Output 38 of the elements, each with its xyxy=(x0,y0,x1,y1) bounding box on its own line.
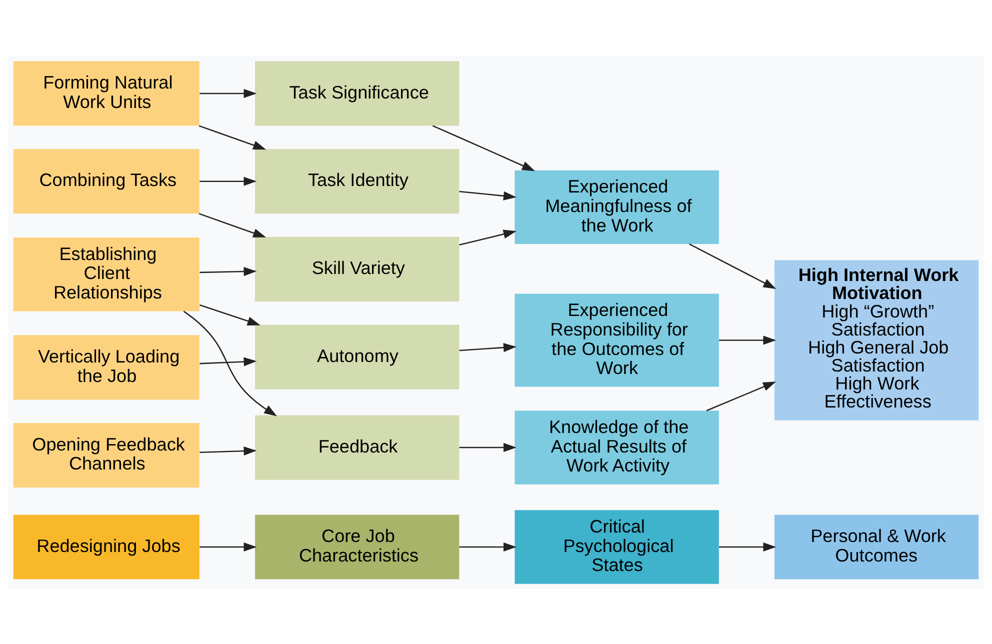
node-box: Vertically Loading the Job xyxy=(13,334,200,400)
arrow xyxy=(459,542,516,552)
arrow xyxy=(200,542,257,552)
arrow xyxy=(689,243,776,288)
node-box: High Internal Work Motivation High “Growth” Satisfaction High General Job Satisfaction High Work Effectiveness xyxy=(774,260,979,420)
node-box: Opening Feedback Channels xyxy=(13,422,200,488)
node-box: Experienced Meaningfulness of the Work xyxy=(514,170,719,244)
arrow xyxy=(706,381,776,411)
arrow xyxy=(459,229,516,245)
node-box: Personal & Work Outcomes xyxy=(774,514,979,579)
arrow xyxy=(459,442,516,452)
arrow xyxy=(200,88,257,98)
node-box: Skill Variety xyxy=(255,236,460,301)
node-box: Experienced Responsibility for the Outcomes of Work xyxy=(514,293,719,386)
arrow xyxy=(200,304,260,325)
arrow xyxy=(719,542,776,552)
arrow xyxy=(200,266,257,276)
arrow xyxy=(198,124,266,150)
node-box: Forming Natural Work Units xyxy=(13,60,200,126)
node-box: Task Identity xyxy=(255,148,460,214)
arrow xyxy=(459,342,516,352)
arrow xyxy=(200,356,257,366)
node-box: Establishing Client Relationships xyxy=(13,237,200,311)
arrow xyxy=(200,176,257,186)
node-box: Task Significance xyxy=(255,60,460,126)
arrow xyxy=(719,335,776,344)
node-box: Feedback xyxy=(255,414,460,480)
arrow xyxy=(198,212,266,237)
arrow xyxy=(183,310,277,416)
node-box: Core Job Characteristics xyxy=(255,514,460,579)
arrow xyxy=(432,124,535,171)
node-box: Redesigning Jobs xyxy=(13,514,200,579)
arrow xyxy=(459,190,516,200)
node-box: Combining Tasks xyxy=(13,148,200,214)
arrow xyxy=(200,446,257,456)
node-box: Autonomy xyxy=(255,324,460,389)
node-box: Critical Psychological States xyxy=(514,510,719,584)
node-box: Knowledge of the Actual Results of Work Activity xyxy=(514,410,719,484)
